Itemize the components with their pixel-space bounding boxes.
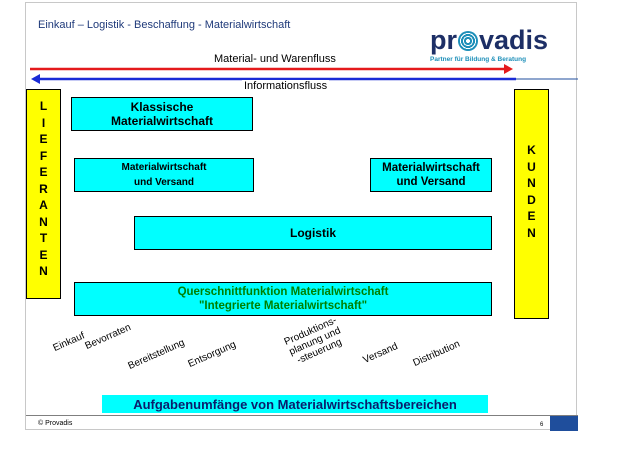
stage-distribution: Distribution <box>411 338 462 369</box>
stage-versand: Versand <box>361 341 400 366</box>
mw-versand-right-line-2: und Versand <box>396 176 466 188</box>
slide: Einkauf – Logistik - Beschaffung - Mater… <box>25 2 578 431</box>
klassische-materialwirtschaft-box: Klassische Materialwirtschaft <box>71 97 253 131</box>
querschnittfunktion-box: Querschnittfunktion Materialwirtschaft "… <box>74 282 492 316</box>
klassische-line-1: Klassische <box>130 100 194 114</box>
lieferanten-letter: E <box>39 132 48 146</box>
lieferanten-letter: A <box>39 198 48 212</box>
lieferanten-letter: F <box>39 148 48 163</box>
kunden-letter: D <box>527 192 536 207</box>
querschnitt-line-1: Querschnittfunktion Materialwirtschaft <box>177 286 389 298</box>
kunden-letter: U <box>527 159 536 174</box>
lieferanten-letter: N <box>39 214 48 229</box>
stage-einkauf: Einkauf <box>51 330 87 354</box>
header-title: Einkauf – Logistik - Beschaffung - Mater… <box>38 19 291 31</box>
stage-bereitstellung: Bereitstellung <box>126 337 187 372</box>
lieferanten-letter: T <box>39 231 48 245</box>
page-number: 6 <box>540 422 544 428</box>
footer-copyright: © Provadis <box>38 420 73 427</box>
information-flow-arrowhead <box>31 74 40 84</box>
logo-swirl-icon <box>458 31 478 51</box>
kunden-letter: N <box>527 176 536 190</box>
kunden-letter: E <box>527 209 536 223</box>
stage-produktionsplanung: Produktions- planung und -steuerung <box>271 310 359 373</box>
summary-banner: Aufgabenumfänge von Materialwirtschaftsb… <box>102 395 488 413</box>
lieferanten-letter: E <box>39 247 48 262</box>
flow-arrows <box>30 64 578 84</box>
information-flow-label: Informationsfluss <box>242 80 330 92</box>
logistik-box: Logistik <box>134 216 492 250</box>
footer-divider <box>26 415 578 416</box>
kunden-letter: N <box>527 225 536 240</box>
material-flow-arrowhead <box>504 64 513 74</box>
lieferanten-letter: E <box>39 165 48 179</box>
kunden-letter: K <box>527 143 536 157</box>
logo-tagline: Partner für Bildung & Beratung <box>430 56 527 63</box>
footer-corner-block <box>550 416 578 431</box>
querschnitt-line-2: "Integrierte Materialwirtschaft" <box>198 300 368 312</box>
mw-versand-left-line-2: und Versand <box>133 177 194 188</box>
lieferanten-letter: L <box>39 99 48 113</box>
material-flow-label: Material- und Warenfluss <box>214 53 336 65</box>
mw-versand-left-line-1: Materialwirtschaft <box>121 162 207 173</box>
materialwirtschaft-versand-box-left: Materialwirtschaft und Versand <box>74 158 254 192</box>
materialwirtschaft-versand-box-right: Materialwirtschaft und Versand <box>370 158 492 192</box>
klassische-line-2: Materialwirtschaft <box>110 114 214 128</box>
logo-word-start: pr <box>430 25 457 55</box>
lieferanten-letter: N <box>39 264 48 278</box>
logo-word-end: vadis <box>479 25 549 55</box>
lieferanten-letter: R <box>39 181 48 196</box>
logistik-label: Logistik <box>289 226 336 240</box>
stage-bevorraten: Bevorraten <box>83 322 133 352</box>
mw-versand-right-line-1: Materialwirtschaft <box>382 162 480 174</box>
lieferanten-letter: I <box>41 115 46 130</box>
stage-entsorgung: Entsorgung <box>186 339 238 370</box>
